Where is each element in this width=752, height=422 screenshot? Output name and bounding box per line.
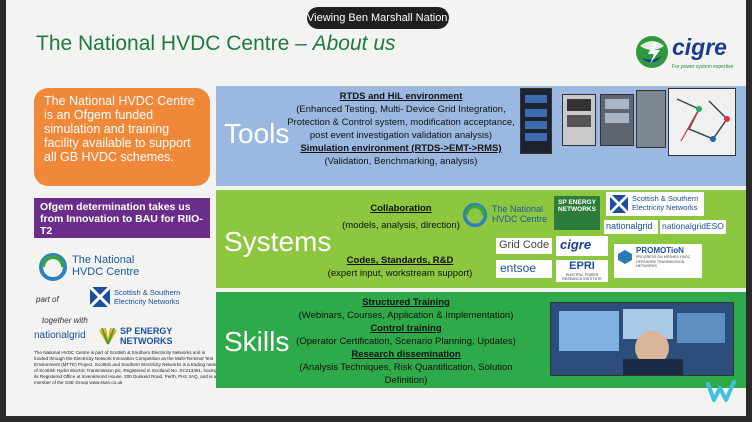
tools-l2: Protection & Control system, modificatio…	[287, 117, 515, 128]
rtds-rack-photo	[520, 88, 552, 154]
systems-sse1: Scottish & Southern	[632, 194, 699, 203]
tools-l1: (Enhanced Testing, Multi- Device Grid In…	[296, 104, 506, 115]
nhc-left-line1: The National	[72, 254, 135, 266]
presentation-slide: The National HVDC Centre – About us cigr…	[6, 0, 748, 416]
nhc-left-line2: HVDC Centre	[72, 266, 140, 278]
saltire-flag-icon	[90, 287, 110, 307]
saltire-flag-icon	[610, 195, 628, 213]
skills-h1: Structured Training	[362, 297, 450, 308]
nationalgrid-logo-left: nationalgrid	[34, 330, 86, 341]
meeting-app-icon[interactable]	[706, 378, 736, 404]
epri-logo: EPRI ELECTRIC POWER RESEARCH INSTITUTE	[556, 260, 608, 282]
intro-box: The National HVDC Centre is an Ofgem fun…	[34, 88, 210, 186]
sp-energy-logo-left: SP ENERGY NETWORKS	[98, 324, 178, 348]
cigre-logo-systems: cigre	[556, 236, 608, 256]
control-cabinet-photo	[600, 94, 634, 146]
systems-l1: (models, analysis, direction)	[342, 220, 460, 231]
entsoe-logo: entsoe	[496, 260, 552, 278]
tools-h1: RTDS and HiL environment	[339, 91, 463, 102]
skills-l3: (Analysis Techniques, Risk Quantificatio…	[299, 362, 513, 386]
right-window-edge	[746, 0, 752, 422]
network-map-icon	[676, 98, 730, 142]
tools-l3: post event investigation validation anal…	[309, 130, 493, 141]
hvdc-swirl-icon	[39, 253, 67, 281]
legal-disclaimer: The National HVDC Centre is part of Scot…	[34, 350, 218, 385]
systems-nhc2: HVDC Centre	[492, 214, 548, 224]
skills-h3: Research dissemination	[351, 349, 461, 360]
title-main: The National HVDC Centre –	[36, 32, 313, 55]
sse-left-line1: Scottish & Southern	[114, 288, 181, 297]
skills-heading: Skills	[224, 326, 290, 357]
grid-code-logo: Grid Code	[496, 238, 552, 254]
tools-band: Tools RTDS and HiL environment (Enhanced…	[216, 86, 748, 186]
nhc-logo-systems: The National HVDC Centre	[462, 200, 550, 230]
systems-l2: (expert input, workstream support)	[327, 268, 473, 279]
national-hvdc-centre-logo: The National HVDC Centre	[38, 250, 168, 284]
epri-wordmark: EPRI	[569, 260, 595, 272]
promotion-subtitle: PROGRESS ON MESHED HVDC OFFSHORE TRANSMI…	[636, 255, 691, 268]
title-italic: About us	[312, 32, 396, 55]
viewing-screen-share-banner[interactable]: Viewing Ben Marshall Nation...	[307, 7, 449, 29]
tools-l4: (Validation, Benchmarking, analysis)	[324, 156, 478, 167]
cigre-globe-icon	[636, 36, 668, 68]
hil-cabinet-photo	[562, 94, 596, 146]
tools-text: RTDS and HiL environment (Enhanced Testi…	[282, 90, 520, 168]
systems-collab-text: Collaboration (models, analysis, directi…	[336, 202, 466, 232]
systems-heading: Systems	[224, 226, 332, 257]
sse-logo-systems: Scottish & Southern Electricity Networks	[606, 192, 704, 216]
systems-codes-text: Codes, Standards, R&D (expert input, wor…	[320, 254, 480, 280]
sse-logo-left: Scottish & Southern Electricity Networks	[90, 286, 186, 308]
sp-left-line1: SP ENERGY	[120, 326, 173, 336]
systems-band: Systems Collaboration (models, analysis,…	[216, 190, 748, 288]
network-diagram-photo	[668, 88, 736, 156]
sp-left-line2: NETWORKS	[120, 336, 173, 346]
left-window-edge	[0, 0, 6, 422]
promotion-wordmark: PROMOTioN	[636, 246, 684, 255]
tools-heading: Tools	[224, 118, 290, 149]
skills-band: Skills Structured Training (Webinars, Co…	[216, 292, 748, 388]
skills-l2: (Operator Certification, Scenario Planni…	[296, 336, 516, 347]
tools-h2: Simulation environment (RTDS->EMT->RMS)	[300, 143, 502, 154]
sp-energy-logo-systems: SP ENERGY NETWORKS	[554, 196, 600, 230]
control-room-photo	[550, 302, 734, 376]
device-rack-photo	[636, 90, 666, 148]
systems-nhc1: The National	[492, 204, 544, 214]
skills-l1: (Webinars, Courses, Application & Implem…	[298, 310, 514, 321]
sse-left-line2: Electricity Networks	[114, 297, 180, 306]
part-of-label: part of	[36, 295, 59, 304]
bottom-window-edge	[0, 416, 752, 422]
slide-title: The National HVDC Centre – About us	[36, 32, 396, 56]
epri-subtitle: ELECTRIC POWER RESEARCH INSTITUTE	[562, 273, 602, 281]
cigre-logo: cigre For power system expertise	[634, 28, 734, 76]
skills-text: Structured Training (Webinars, Courses, …	[292, 296, 520, 387]
ofgem-box: Ofgem determination takes us from Innova…	[34, 198, 210, 238]
systems-h2: Codes, Standards, R&D	[346, 255, 454, 266]
cigre-wordmark: cigre	[672, 34, 727, 60]
nationalgrid-logo-systems: nationalgrid	[604, 220, 658, 234]
wave-logo-icon	[706, 380, 736, 402]
together-with-label: together with	[42, 316, 88, 325]
skills-h2: Control training	[370, 323, 442, 334]
sp-sunburst-icon	[99, 327, 117, 345]
cigre-tagline: For power system expertise	[672, 64, 734, 70]
systems-sse2: Electricity Networks	[632, 203, 698, 212]
promotion-logo: PROMOTioN PROGRESS ON MESHED HVDC OFFSHO…	[614, 244, 702, 278]
systems-h1: Collaboration	[370, 203, 432, 214]
hvdc-swirl-icon	[462, 202, 488, 228]
nationalgrid-eso-logo: nationalgridESO	[660, 220, 726, 234]
promotion-hex-icon	[618, 250, 632, 264]
